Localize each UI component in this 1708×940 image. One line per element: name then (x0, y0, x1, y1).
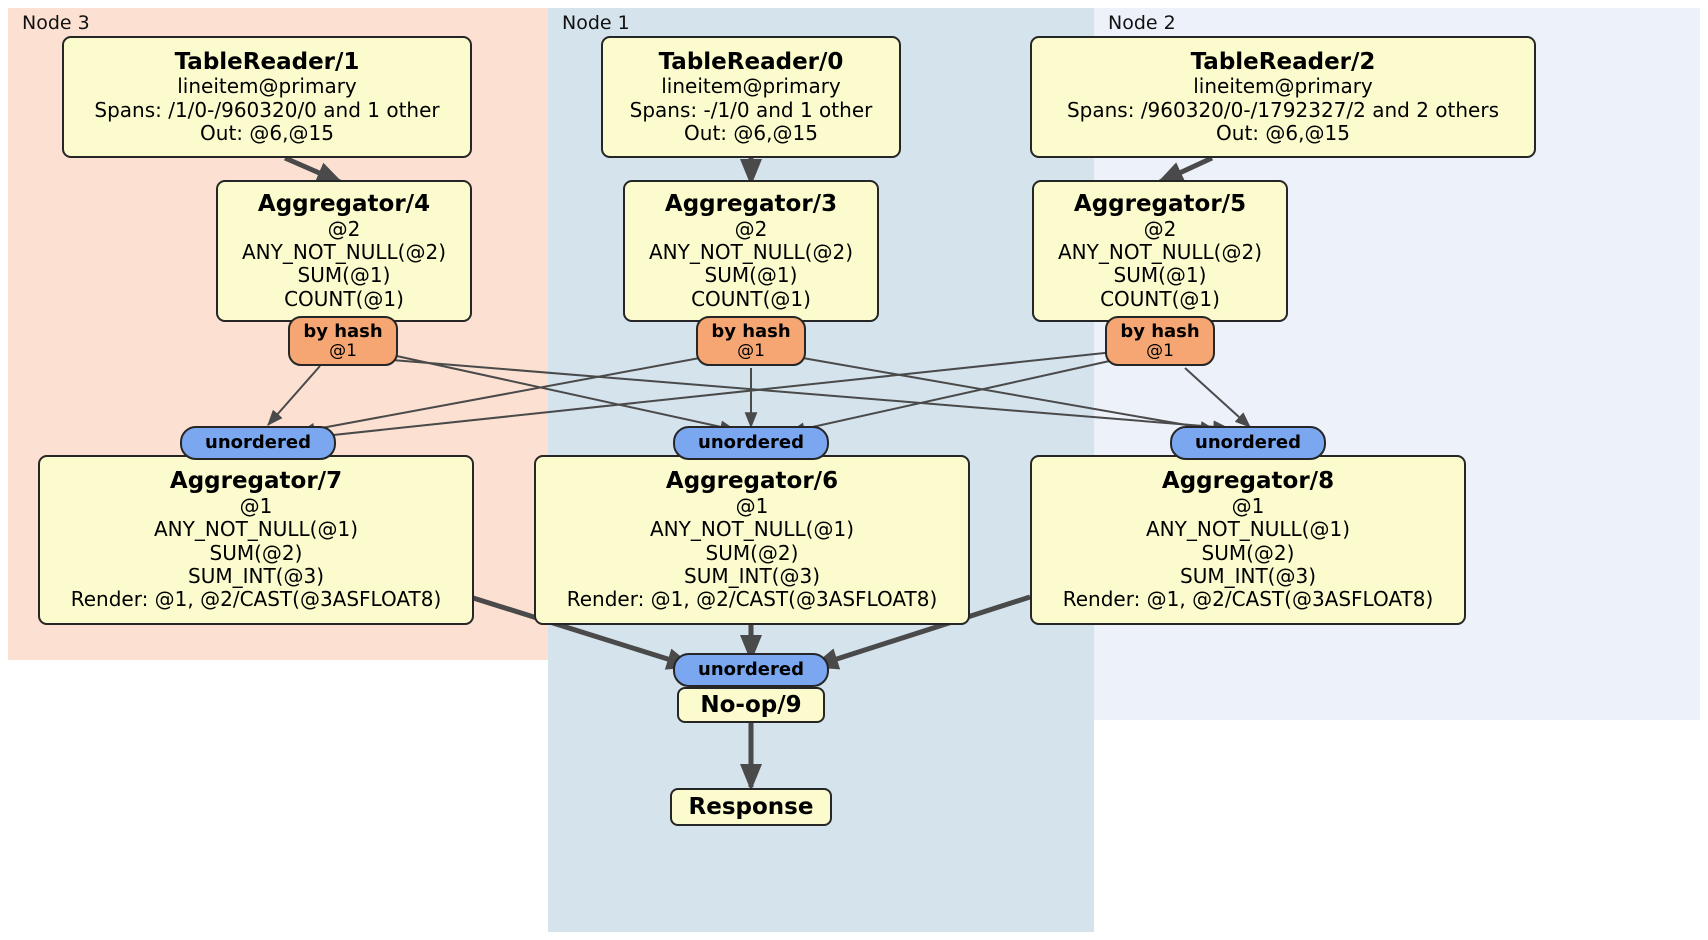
processor-title: Aggregator/7 (169, 468, 343, 495)
processor-detail-line: ANY_NOT_NULL(@1) (154, 517, 358, 542)
router-title: by hash (711, 320, 791, 342)
processor-detail-line: lineitem@primary (1193, 74, 1373, 99)
processor-detail-line: lineitem@primary (177, 74, 357, 99)
processor-title: TableReader/0 (658, 48, 844, 75)
processor-table-reader-0[interactable]: TableReader/0 lineitem@primary Spans: -/… (601, 36, 901, 158)
processor-no-op-9[interactable]: No-op/9 (677, 687, 825, 723)
processor-detail-line: ANY_NOT_NULL(@1) (650, 517, 854, 542)
router-title: by hash (1120, 320, 1200, 342)
router-column: @1 (329, 340, 357, 361)
processor-detail-line: COUNT(@1) (284, 286, 404, 311)
processor-table-reader-1[interactable]: TableReader/1 lineitem@primary Spans: /1… (62, 36, 472, 158)
router-column: @1 (1146, 340, 1174, 361)
node-panel-node1-label: Node 1 (562, 12, 630, 34)
processor-detail-line: ANY_NOT_NULL(@2) (1058, 239, 1262, 264)
processor-detail-line: lineitem@primary (661, 74, 841, 99)
processor-detail-line: SUM(@2) (209, 540, 303, 565)
processor-detail-line: SUM(@2) (705, 540, 799, 565)
router-by-hash-left[interactable]: by hash @1 (288, 316, 398, 366)
processor-aggregator-8[interactable]: Aggregator/8 @1 ANY_NOT_NULL(@1) SUM(@2)… (1030, 455, 1466, 625)
processor-table-reader-2[interactable]: TableReader/2 lineitem@primary Spans: /9… (1030, 36, 1536, 158)
node-panel-node3-label: Node 3 (22, 12, 90, 34)
processor-detail-line: Spans: -/1/0 and 1 other (629, 97, 873, 122)
processor-title: Response (688, 794, 814, 820)
processor-detail-line: @1 (239, 493, 273, 518)
processor-title: Aggregator/4 (257, 190, 431, 217)
router-title: unordered (1195, 432, 1301, 454)
processor-detail-line: @2 (1143, 216, 1177, 241)
processor-detail-line: Out: @6,@15 (684, 121, 818, 146)
processor-title: No-op/9 (700, 692, 802, 718)
router-by-hash-center[interactable]: by hash @1 (696, 316, 806, 366)
processor-title: TableReader/2 (1190, 48, 1376, 75)
router-unordered-left[interactable]: unordered (180, 426, 336, 460)
processor-detail-line: SUM_INT(@3) (684, 564, 820, 589)
processor-detail-line: SUM(@1) (1113, 263, 1207, 288)
processor-detail-line: Spans: /1/0-/960320/0 and 1 other (94, 97, 440, 122)
processor-aggregator-4[interactable]: Aggregator/4 @2 ANY_NOT_NULL(@2) SUM(@1)… (216, 180, 472, 322)
router-unordered-final[interactable]: unordered (673, 653, 829, 687)
processor-aggregator-3[interactable]: Aggregator/3 @2 ANY_NOT_NULL(@2) SUM(@1)… (623, 180, 879, 322)
processor-render-line: Render: @1, @2/CAST(@3ASFLOAT8) (566, 587, 938, 612)
node-panel-node2-label: Node 2 (1108, 12, 1176, 34)
processor-detail-line: ANY_NOT_NULL(@2) (242, 239, 446, 264)
processor-detail-line: Out: @6,@15 (200, 121, 334, 146)
processor-aggregator-5[interactable]: Aggregator/5 @2 ANY_NOT_NULL(@2) SUM(@1)… (1032, 180, 1288, 322)
processor-title: Aggregator/6 (665, 468, 839, 495)
router-title: by hash (303, 320, 383, 342)
processor-aggregator-6[interactable]: Aggregator/6 @1 ANY_NOT_NULL(@1) SUM(@2)… (534, 455, 970, 625)
processor-detail-line: SUM(@2) (1201, 540, 1295, 565)
processor-detail-line: @1 (735, 493, 769, 518)
processor-title: Aggregator/8 (1161, 468, 1335, 495)
router-by-hash-right[interactable]: by hash @1 (1105, 316, 1215, 366)
processor-render-line: Render: @1, @2/CAST(@3ASFLOAT8) (1062, 587, 1434, 612)
processor-title: TableReader/1 (174, 48, 360, 75)
processor-title: Aggregator/5 (1073, 190, 1247, 217)
processor-title: Aggregator/3 (664, 190, 838, 217)
processor-detail-line: SUM(@1) (297, 263, 391, 288)
router-column: @1 (737, 340, 765, 361)
processor-detail-line: ANY_NOT_NULL(@1) (1146, 517, 1350, 542)
processor-render-line: Render: @1, @2/CAST(@3ASFLOAT8) (70, 587, 442, 612)
processor-detail-line: @2 (327, 216, 361, 241)
processor-detail-line: COUNT(@1) (1100, 286, 1220, 311)
processor-detail-line: SUM(@1) (704, 263, 798, 288)
router-title: unordered (205, 432, 311, 454)
router-unordered-right[interactable]: unordered (1170, 426, 1326, 460)
router-title: unordered (698, 659, 804, 681)
router-title: unordered (698, 432, 804, 454)
processor-detail-line: @2 (734, 216, 768, 241)
processor-detail-line: COUNT(@1) (691, 286, 811, 311)
processor-response[interactable]: Response (670, 788, 832, 826)
processor-detail-line: Spans: /960320/0-/1792327/2 and 2 others (1066, 97, 1499, 122)
processor-detail-line: Out: @6,@15 (1216, 121, 1350, 146)
router-unordered-center[interactable]: unordered (673, 426, 829, 460)
processor-detail-line: ANY_NOT_NULL(@2) (649, 239, 853, 264)
processor-detail-line: @1 (1231, 493, 1265, 518)
processor-aggregator-7[interactable]: Aggregator/7 @1 ANY_NOT_NULL(@1) SUM(@2)… (38, 455, 474, 625)
processor-detail-line: SUM_INT(@3) (188, 564, 324, 589)
processor-detail-line: SUM_INT(@3) (1180, 564, 1316, 589)
